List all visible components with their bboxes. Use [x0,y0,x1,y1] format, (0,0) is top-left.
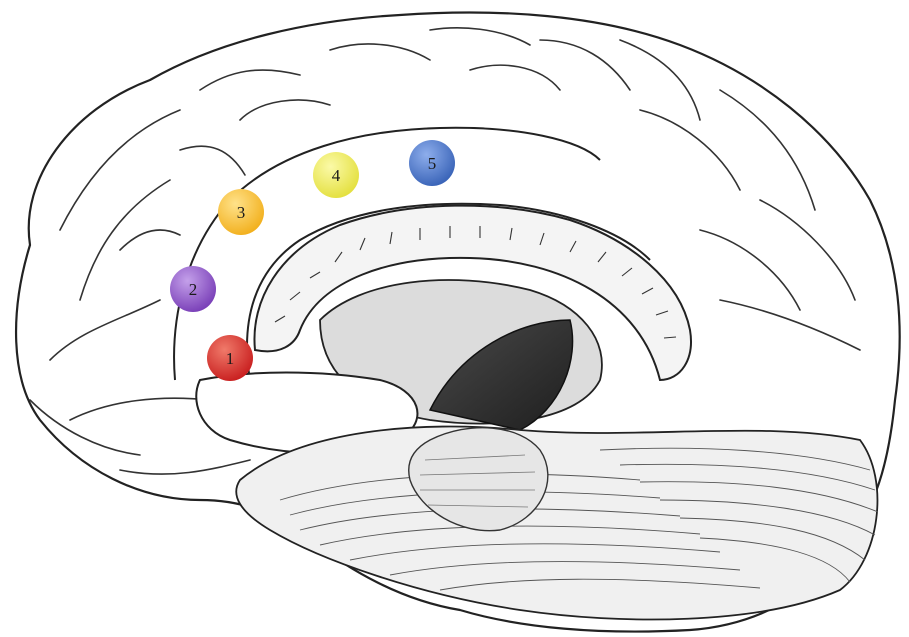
brainstem-cerebellum [236,427,878,620]
marker-1: 1 [207,335,253,381]
marker-2: 2 [170,266,216,312]
marker-3-label: 3 [237,203,246,222]
marker-4: 4 [313,152,359,198]
marker-5: 5 [409,140,455,186]
marker-3: 3 [218,189,264,235]
marker-2-label: 2 [189,280,198,299]
marker-5-label: 5 [428,154,437,173]
marker-4-label: 4 [332,166,341,185]
marker-1-label: 1 [226,349,235,368]
